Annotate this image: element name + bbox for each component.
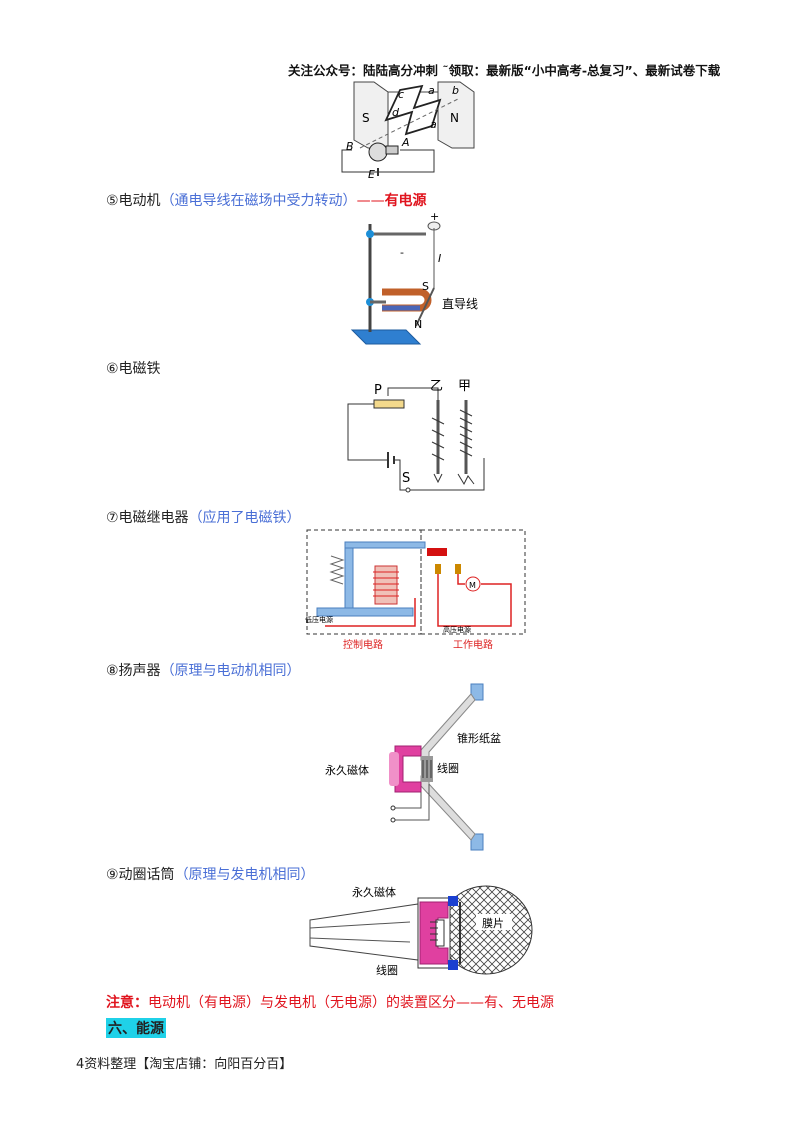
item-7: ⑦电磁继电器（应用了电磁铁） (106, 507, 301, 527)
item-5: ⑤电动机（通电导线在磁场中受力转动）——有电源 (106, 190, 427, 210)
section-title: 六、能源 (106, 1018, 166, 1038)
motor-S: S (362, 111, 370, 125)
mic-coil: 线圈 (376, 963, 398, 977)
relay-ctrl: 控制电路 (343, 638, 383, 651)
relay-M: M (469, 581, 476, 590)
wire-N: N (414, 318, 422, 331)
item-7-main: ⑦电磁继电器 (106, 510, 189, 526)
item-5-main: ⑤电动机 (106, 193, 161, 209)
microphone-figure: 永久磁体 膜片 线圈 (309, 885, 533, 977)
electromagnet-figure: P 乙 甲 S (347, 379, 485, 493)
item-8: ⑧扬声器（原理与电动机相同） (106, 660, 301, 680)
em-P: P (374, 383, 382, 398)
item-8-main: ⑧扬声器 (106, 663, 161, 679)
relay-work: 工作电路 (453, 638, 493, 651)
page-number: 4 (76, 1057, 85, 1072)
em-S: S (402, 471, 410, 486)
item-9-main: ⑨动圈话筒 (106, 867, 175, 883)
em-jia: 甲 (458, 379, 471, 394)
wire-minus: - (400, 246, 404, 259)
item-8-note: （原理与电动机相同） (160, 663, 301, 679)
speaker-coil: 线圈 (437, 761, 459, 775)
footer-text: 资料整理【淘宝店铺：向阳百分百】 (84, 1057, 293, 1072)
mic-film: 膜片 (482, 917, 504, 930)
wire-plus: + (430, 212, 439, 223)
item-6-main: ⑥电磁铁 (106, 361, 161, 377)
motor-a1: a (428, 84, 435, 97)
speaker-magnet: 永久磁体 (325, 763, 369, 777)
wire-S: S (422, 280, 429, 293)
relay-low: 低压电源 (305, 615, 333, 624)
item-5-note: （通电导线在磁场中受力转动） (160, 193, 357, 209)
motor-d: d (392, 106, 400, 119)
motor-c: c (398, 88, 404, 101)
motor-b: b (452, 84, 459, 97)
speaker-figure: 锥形纸盆 永久磁体 线圈 (325, 683, 501, 851)
item-5-tag: 有电源 (384, 193, 427, 209)
relay-figure: M 低压电源 高压电源 控制电路 工作电路 (305, 529, 526, 651)
page-header: 关注公众号：陆陆高分冲刺 ˜领取：最新版“小中高考-总复习”、最新试卷下载 (288, 63, 721, 78)
item-9-note: （原理与发电机相同） (174, 867, 315, 883)
wire-caption: 直导线 (442, 297, 478, 311)
motor-A: A (401, 136, 410, 149)
motor-E: E (368, 168, 375, 180)
relay-high: 高压电源 (443, 625, 471, 634)
motor-B: B (346, 140, 354, 153)
note-line: 注意：电动机（有电源）与发电机（无电源）的装置区分——有、无电源 (106, 992, 554, 1012)
item-6: ⑥电磁铁 (106, 358, 161, 378)
item-9: ⑨动圈话筒（原理与发电机相同） (106, 864, 315, 884)
wire-I: I (438, 252, 441, 265)
motor-a2: a (430, 118, 437, 131)
note-label: 注意： (106, 995, 148, 1011)
mic-magnet: 永久磁体 (352, 885, 396, 899)
speaker-cone: 锥形纸盆 (457, 731, 501, 745)
motor-N: N (450, 111, 459, 125)
wire-stand-figure: + - I S N 直导线 (350, 212, 478, 345)
item-5-dash: —— (356, 193, 385, 209)
motor-figure: S N a b c d a A B E (341, 81, 475, 180)
note-text: 电动机（有电源）与发电机（无电源）的装置区分——有、无电源 (148, 995, 554, 1011)
page-footer: 4资料整理【淘宝店铺：向阳百分百】 (76, 1053, 292, 1072)
item-7-note: （应用了电磁铁） (188, 510, 301, 526)
em-yi: 乙 (430, 379, 443, 394)
